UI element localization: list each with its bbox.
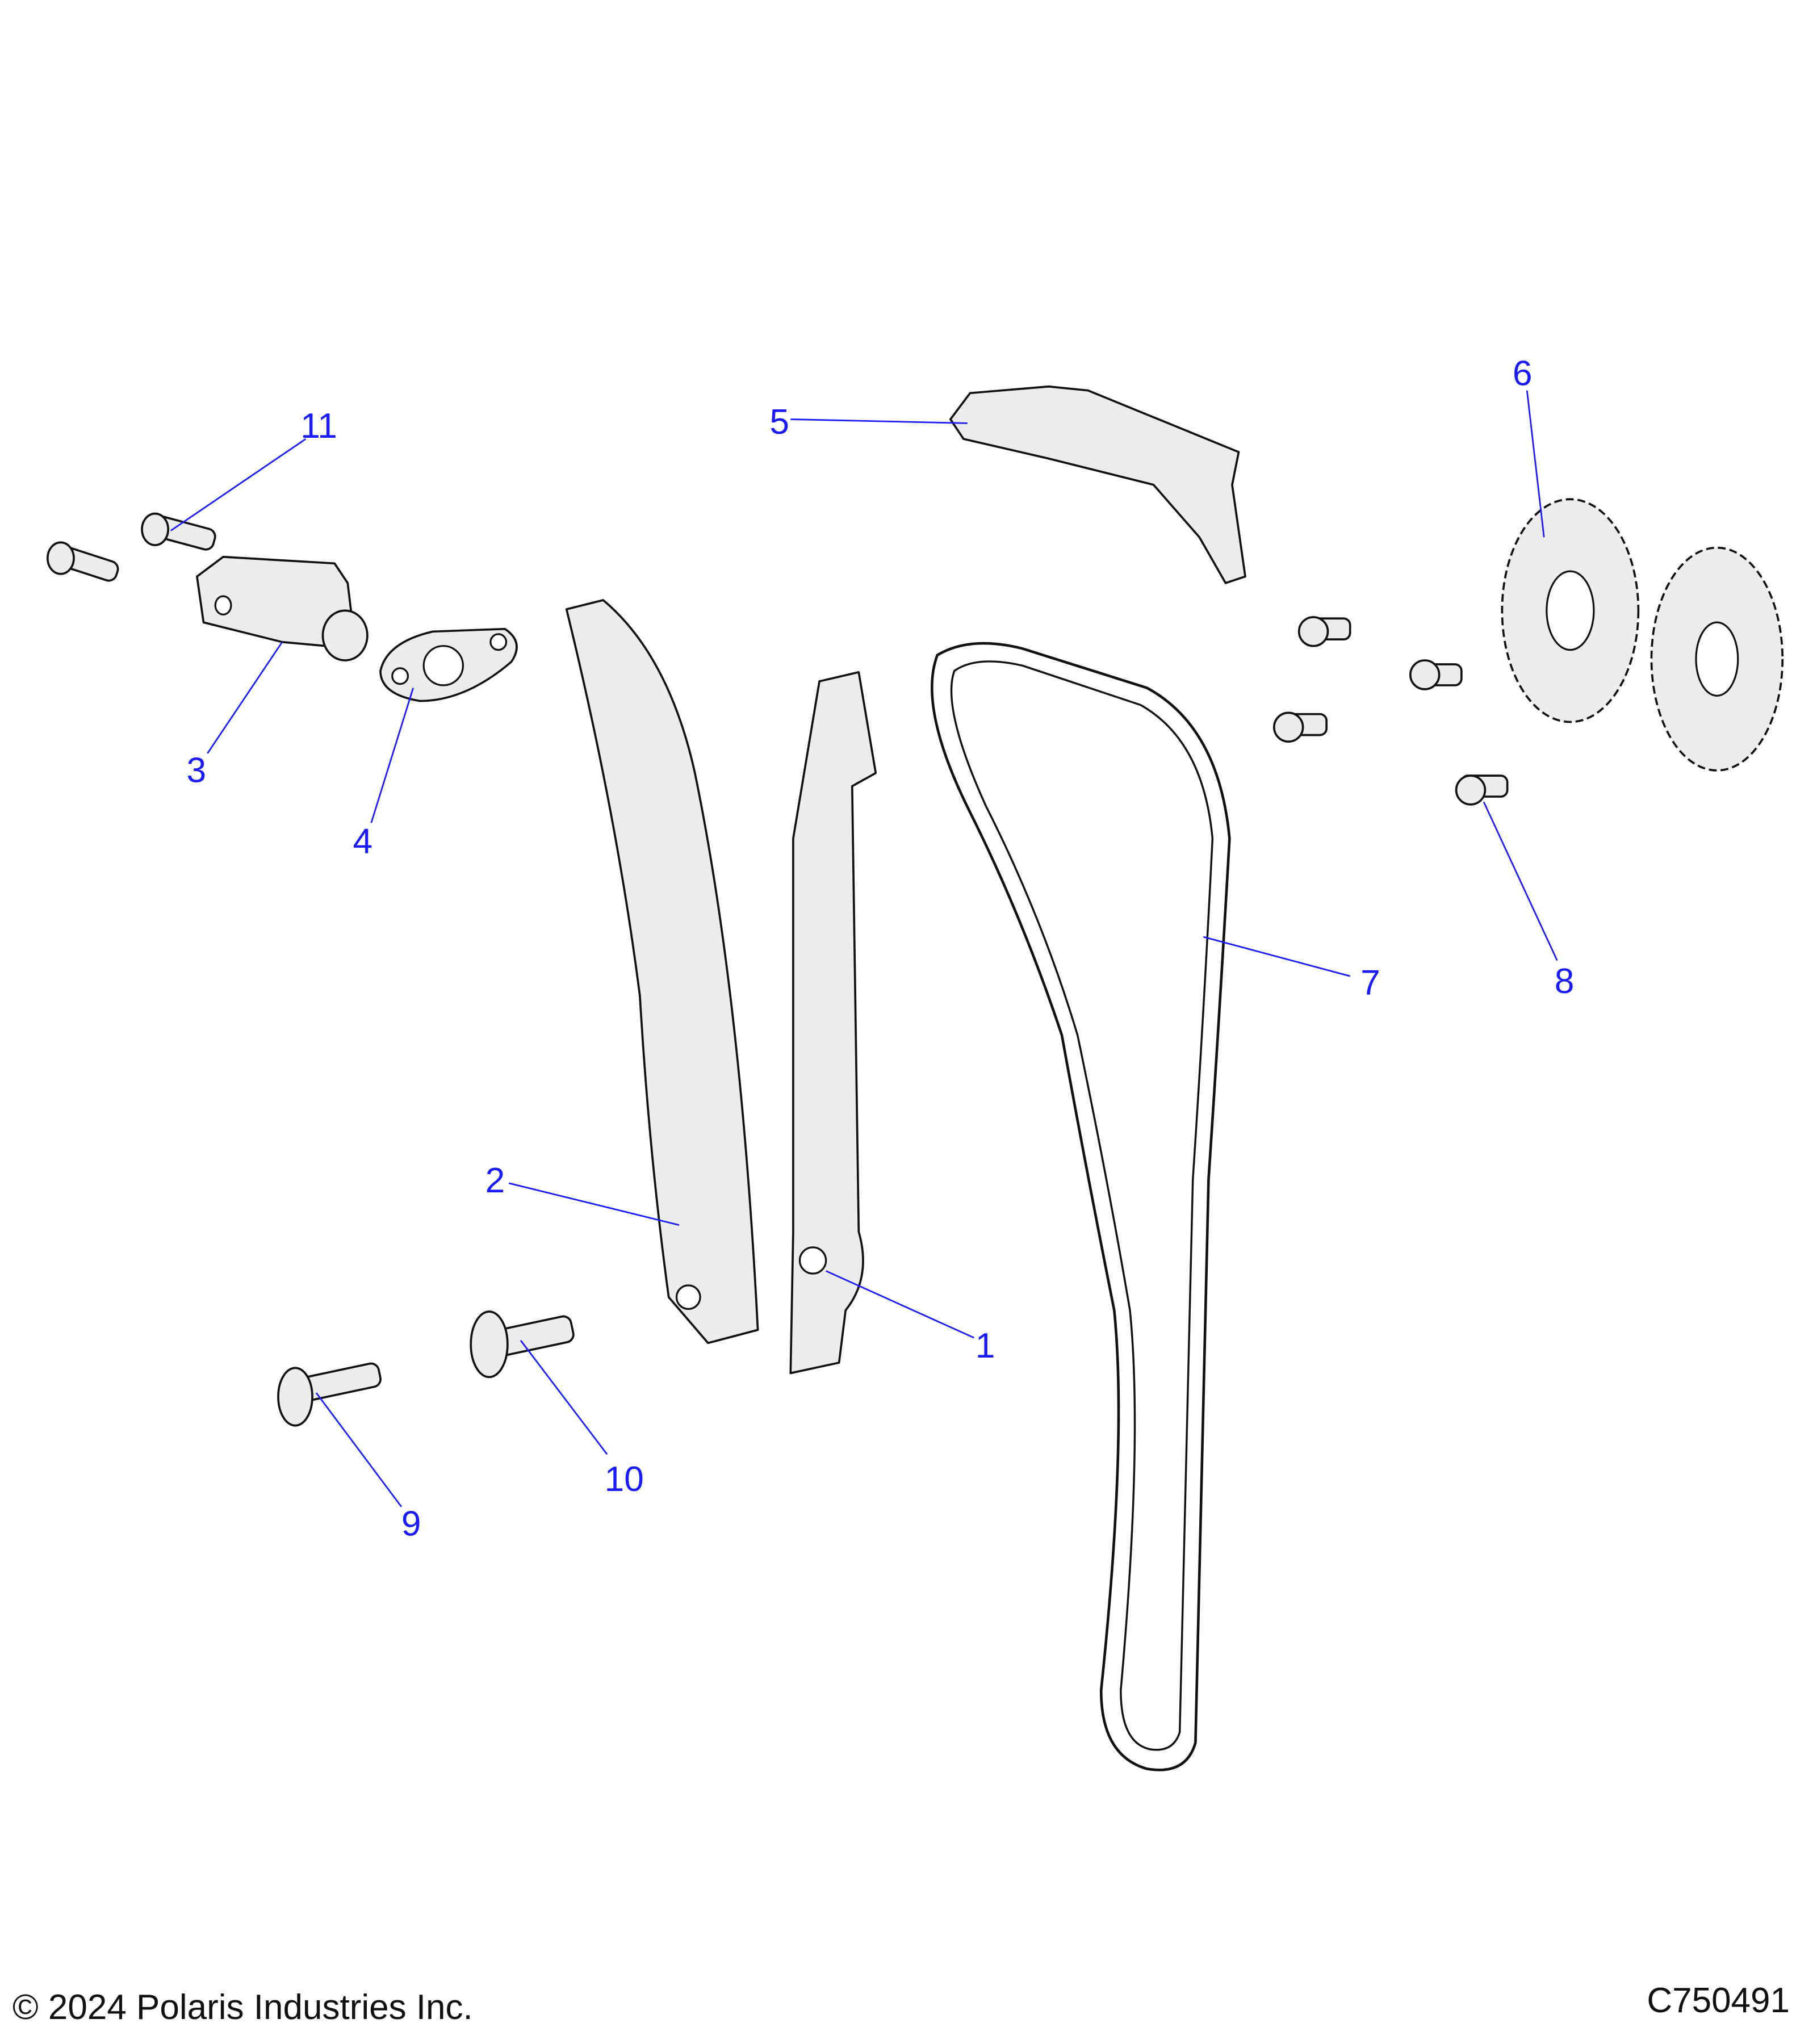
callout-11[interactable]: 11 <box>300 407 337 446</box>
leader-2 <box>508 1182 680 1226</box>
callout-10[interactable]: 10 <box>605 1460 644 1499</box>
callout-4[interactable]: 4 <box>353 822 373 861</box>
callout-1[interactable]: 1 <box>976 1326 995 1366</box>
callout-8[interactable]: 8 <box>1555 962 1575 1001</box>
leader-6 <box>1526 390 1545 538</box>
part-7-timing-chain <box>931 642 1231 1771</box>
leader-4 <box>370 688 415 823</box>
callout-2[interactable]: 2 <box>485 1161 505 1200</box>
part-6-cam-sprockets <box>1501 498 1784 772</box>
copyright-text: © 2024 Polaris Industries Inc. <box>12 1988 473 2027</box>
leader-5 <box>790 418 968 424</box>
part-1-fixed-guide <box>789 671 877 1375</box>
part-3-tensioner <box>196 555 369 661</box>
leader-9 <box>315 1392 403 1507</box>
part-5-chain-guide <box>949 385 1246 584</box>
part-8-sprocket-bolts <box>1273 616 1509 806</box>
callout-5[interactable]: 5 <box>769 403 789 442</box>
leader-8 <box>1483 801 1558 961</box>
part-4-gasket <box>379 627 518 702</box>
part-9-pivot-bolt <box>277 1362 382 1427</box>
part-11-bolt <box>47 512 216 582</box>
leader-7 <box>1203 936 1351 977</box>
leader-10 <box>520 1339 608 1455</box>
callout-3[interactable]: 3 <box>186 751 206 790</box>
diagram-id: C750491 <box>1647 1981 1790 2020</box>
leader-1 <box>826 1270 974 1339</box>
part-10-pivot-bolt <box>470 1310 575 1379</box>
callout-9[interactable]: 9 <box>401 1505 421 1544</box>
part-2-tensioner-blade <box>565 599 759 1344</box>
leader-3 <box>207 641 283 754</box>
callout-6[interactable]: 6 <box>1513 354 1533 393</box>
callout-7[interactable]: 7 <box>1360 964 1380 1003</box>
leader-11 <box>170 438 307 531</box>
